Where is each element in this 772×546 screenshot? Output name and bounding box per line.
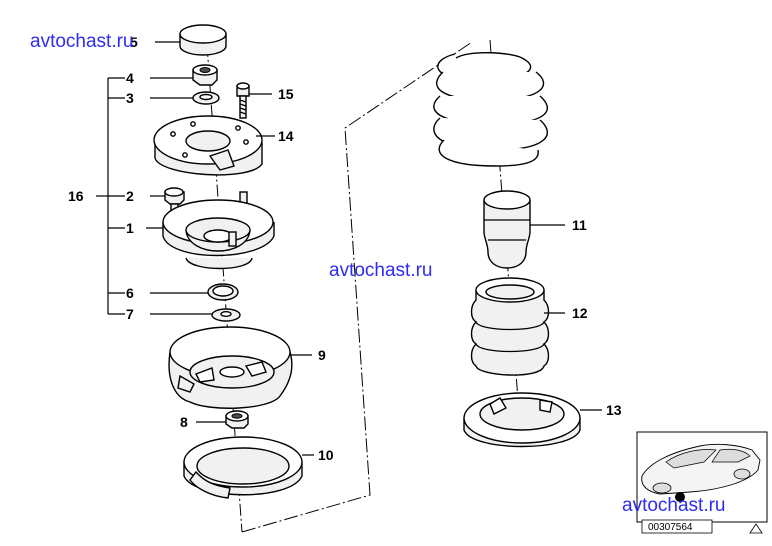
callout-4: 4: [126, 70, 134, 86]
callout-3: 3: [126, 90, 134, 106]
callout-8: 8: [180, 414, 188, 430]
part-8-nut: [196, 410, 249, 429]
group-bracket-16: [96, 77, 125, 315]
callout-9: 9: [318, 347, 326, 363]
assembly-axis: [241, 41, 473, 533]
diagram-number: 00307564: [648, 522, 693, 533]
callout-10: 10: [318, 447, 334, 463]
callout-1: 1: [126, 220, 134, 236]
watermark-center: avtochast.ru: [329, 260, 433, 281]
triangle-icon: [749, 523, 763, 534]
callout-5: 5: [130, 34, 138, 50]
vehicle-thumbnail: 00307564: [636, 431, 768, 534]
car-silhouette-icon: [641, 443, 761, 502]
callout-11: 11: [572, 217, 587, 233]
part-6-ring: [150, 283, 239, 301]
coil-spring: [433, 52, 549, 167]
part-7-washer: [150, 308, 241, 322]
callout-6: 6: [126, 285, 134, 301]
part-13-lower-seat: [463, 392, 602, 448]
callout-14: 14: [278, 128, 294, 144]
watermark-top-left: avtochast.ru: [30, 31, 134, 52]
part-1-strut-mount: [146, 191, 275, 270]
watermark-bottom-right: avtochast.ru: [622, 495, 726, 516]
callout-7: 7: [126, 306, 134, 322]
part-9-spring-seat: [168, 326, 312, 409]
part-15-bolt: [236, 82, 272, 119]
part-10-rubber-pad: [183, 436, 314, 499]
callout-16: 16: [68, 188, 84, 204]
part-2-nut: [150, 187, 185, 205]
part-3-washer: [150, 91, 220, 105]
part-14-mount-plate: [153, 115, 275, 176]
part-11-bump-stop: [483, 190, 565, 269]
callout-2: 2: [126, 188, 134, 204]
callout-13: 13: [606, 402, 622, 418]
callout-15: 15: [278, 86, 294, 102]
part-5-cap: [155, 24, 227, 56]
part-12-bellows: [470, 277, 565, 376]
part-4-nut: [150, 64, 218, 86]
callout-12: 12: [572, 305, 588, 321]
